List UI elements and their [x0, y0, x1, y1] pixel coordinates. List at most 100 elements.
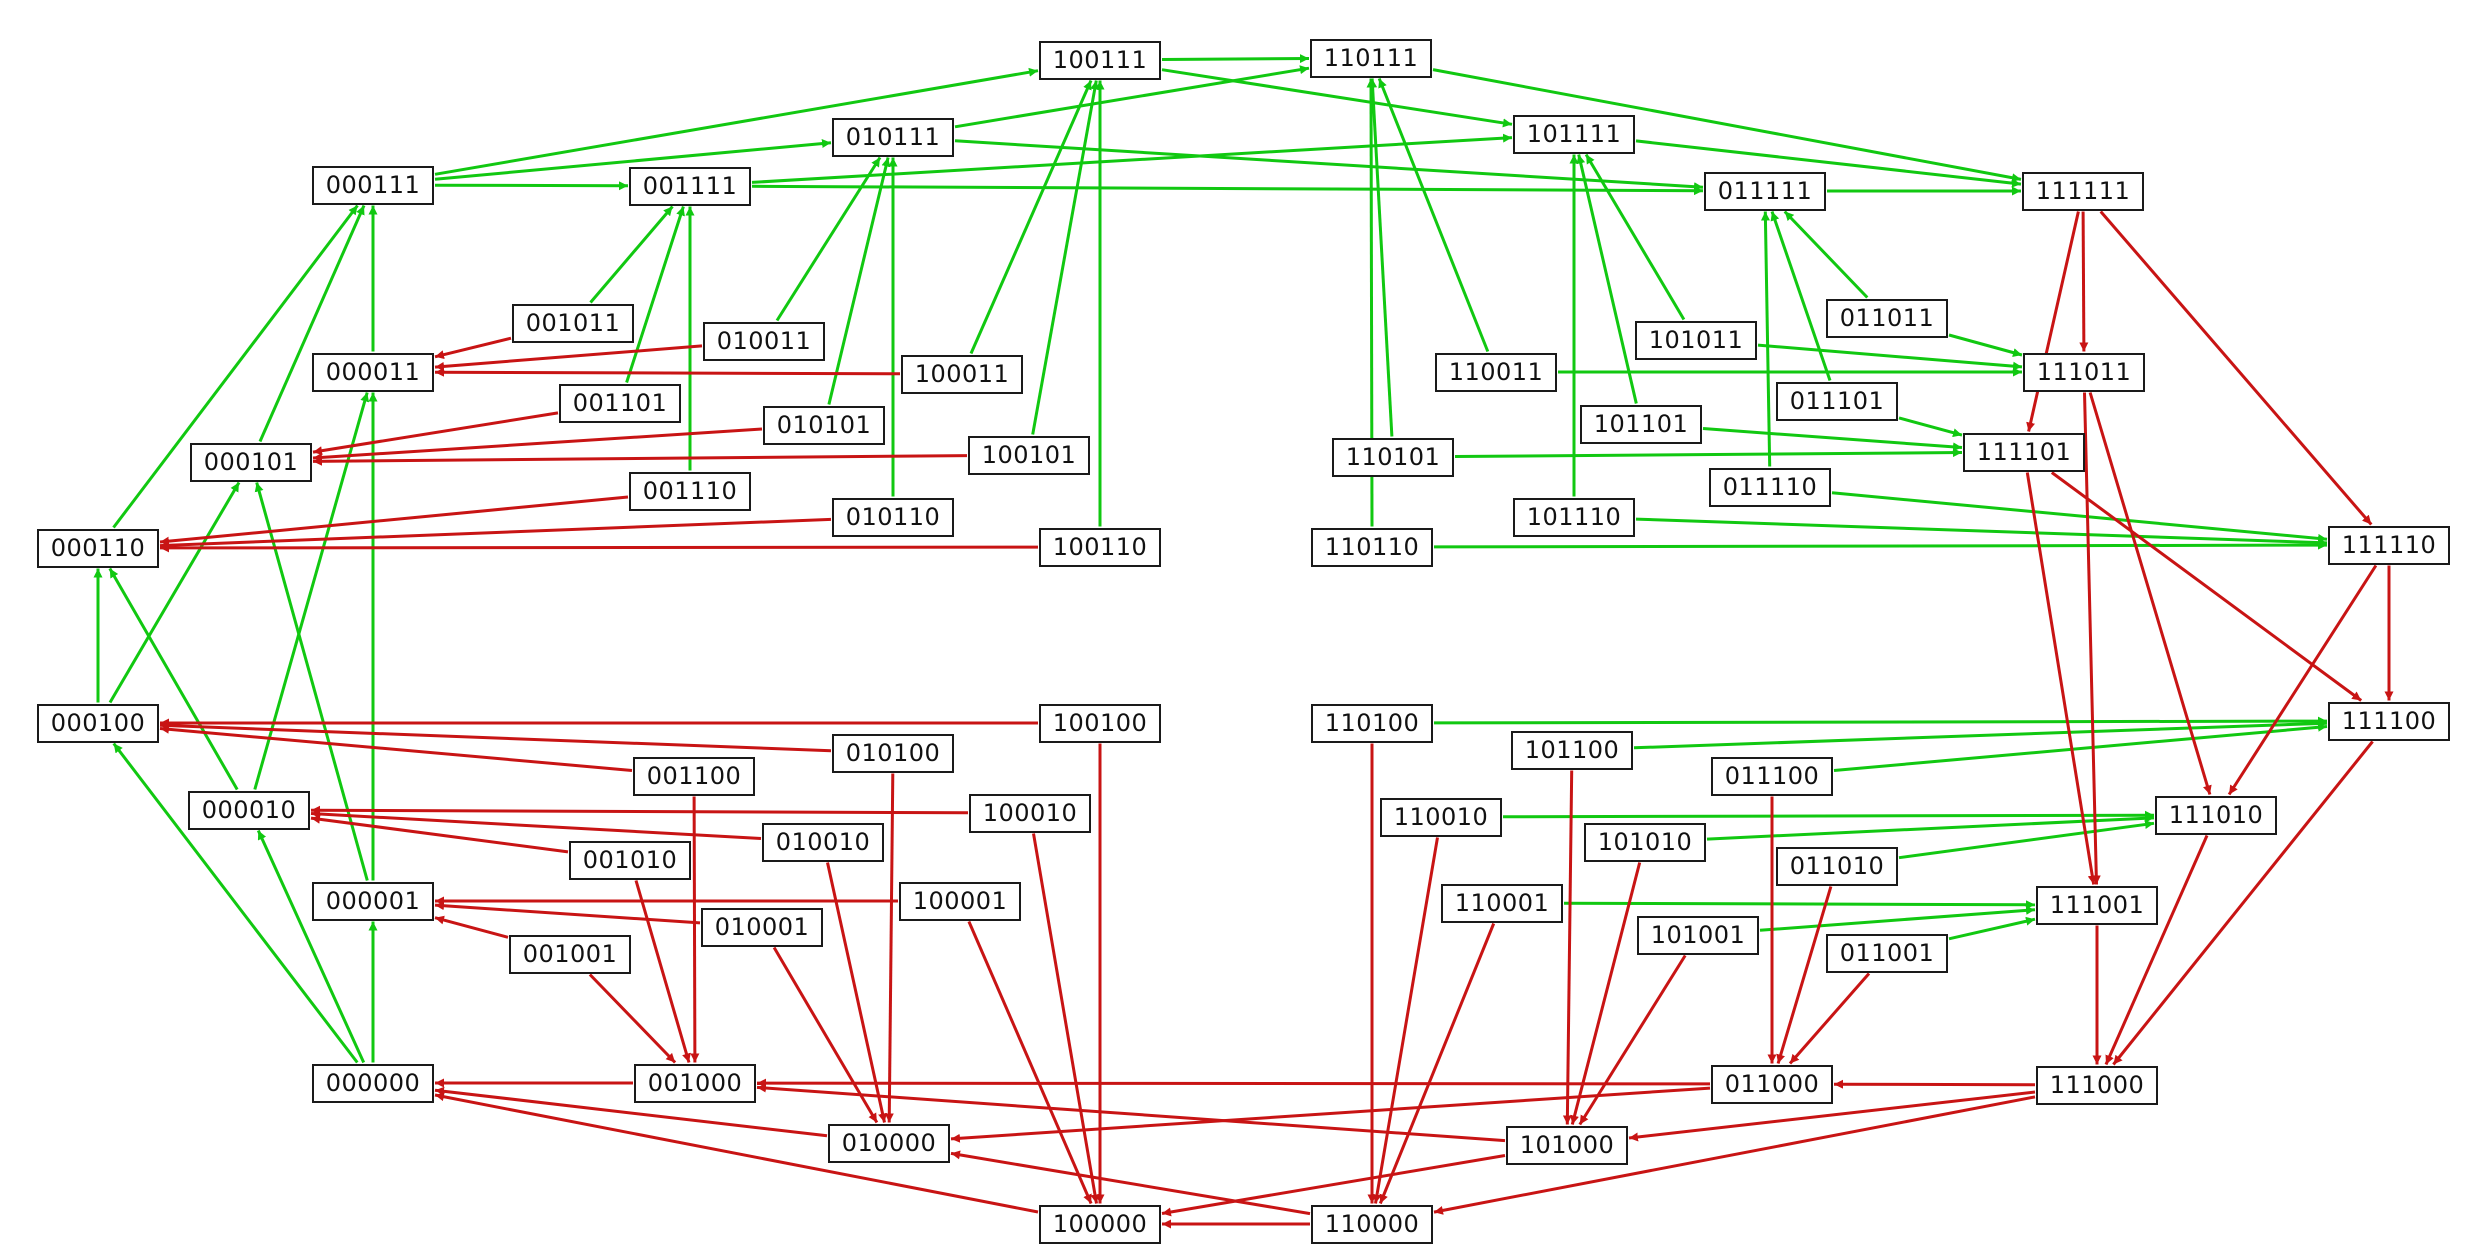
- edge-000000-to-000100: [112, 742, 359, 1064]
- node-010011: 010011: [703, 321, 825, 361]
- node-101101: 101101: [1580, 404, 1702, 444]
- edge-110101-to-111101: [1454, 448, 1963, 458]
- edge-010111-to-110111: [954, 65, 1310, 129]
- edge-000111-to-100111: [434, 67, 1039, 176]
- edge-011110-to-011111: [1760, 211, 1772, 467]
- edge-111111-to-111011: [2079, 211, 2089, 352]
- node-001011: 001011: [512, 303, 634, 343]
- edge-100001-to-100000: [967, 920, 1093, 1205]
- node-010110: 010110: [832, 497, 954, 537]
- node-011100: 011100: [1711, 756, 1833, 796]
- edge-001101-to-001111: [625, 206, 685, 383]
- node-001010: 001010: [569, 840, 691, 880]
- node-100000: 100000: [1039, 1204, 1161, 1244]
- edge-011011-to-111011: [1948, 333, 2023, 357]
- edge-100010-to-000010: [310, 805, 969, 815]
- edge-010101-to-010111: [827, 157, 891, 405]
- edge-110000-to-010000: [950, 1150, 1311, 1216]
- edge-111111-to-111101: [2026, 211, 2080, 432]
- node-001001: 001001: [509, 934, 631, 974]
- node-000110: 000110: [37, 528, 159, 568]
- edge-011010-to-111010: [1898, 820, 2155, 860]
- edge-110101-to-110111: [1368, 78, 1394, 437]
- node-001100: 001100: [633, 756, 755, 796]
- edge-110010-to-111010: [1502, 810, 2155, 820]
- edge-100000-to-000000: [434, 1092, 1039, 1214]
- edge-001001-to-001000: [588, 973, 677, 1064]
- edge-000000-to-000010: [256, 829, 366, 1064]
- edge-101011-to-111011: [1757, 343, 2023, 371]
- edge-111011-to-111010: [2088, 392, 2212, 795]
- node-101110: 101110: [1513, 497, 1635, 537]
- node-011101: 011101: [1776, 381, 1898, 421]
- node-011111: 011111: [1704, 171, 1826, 211]
- edge-010010-to-010000: [826, 862, 887, 1123]
- node-100110: 100110: [1039, 527, 1161, 567]
- edge-101111-to-111111: [1635, 139, 2022, 188]
- edge-000010-to-000110: [108, 567, 239, 791]
- edge-001011-to-001111: [589, 205, 674, 304]
- edge-100111-to-110111: [1161, 54, 1310, 64]
- edge-000110-to-000111: [112, 204, 359, 529]
- node-100101: 100101: [968, 435, 1090, 475]
- node-110011: 110011: [1435, 352, 1557, 392]
- edge-001010-to-000010: [310, 814, 569, 854]
- edge-100101-to-100111: [1031, 80, 1100, 435]
- node-000010: 000010: [188, 790, 310, 830]
- edge-000100-to-000101: [108, 481, 241, 704]
- edge-111111-to-111110: [2099, 210, 2373, 526]
- node-110010: 110010: [1380, 797, 1502, 837]
- node-111110: 111110: [2328, 525, 2450, 565]
- edge-000101-to-000111: [258, 204, 366, 443]
- node-001000: 001000: [634, 1063, 756, 1103]
- edge-111011-to-111001: [2083, 392, 2101, 885]
- node-110110: 110110: [1311, 527, 1433, 567]
- edge-101001-to-111001: [1759, 905, 2036, 932]
- edge-010111-to-011111: [954, 139, 1704, 192]
- node-010100: 010100: [832, 733, 954, 773]
- node-011010: 011010: [1776, 846, 1898, 886]
- node-101000: 101000: [1506, 1125, 1628, 1165]
- edge-011110-to-111110: [1831, 491, 2328, 543]
- edge-101110-to-111110: [1635, 517, 2328, 548]
- edge-111000-to-110000: [1433, 1095, 2036, 1215]
- node-100111: 100111: [1039, 40, 1161, 80]
- edge-110001-to-111001: [1563, 900, 2036, 910]
- edge-011100-to-111100: [1833, 722, 2328, 772]
- edge-010100-to-010000: [884, 773, 895, 1123]
- edge-000111-to-010111: [434, 139, 832, 181]
- edge-100101-to-000101: [312, 454, 968, 466]
- node-011011: 011011: [1826, 298, 1948, 338]
- node-111001: 111001: [2036, 885, 2158, 925]
- edge-011011-to-011111: [1783, 210, 1869, 299]
- edge-001100-to-001000: [690, 796, 700, 1063]
- node-010000: 010000: [828, 1123, 950, 1163]
- node-000011: 000011: [312, 352, 434, 392]
- edge-101000-to-001000: [756, 1083, 1506, 1143]
- edge-101001-to-101000: [1578, 954, 1687, 1126]
- edge-101010-to-101000: [1570, 862, 1642, 1125]
- edge-001010-to-001000: [634, 880, 691, 1063]
- edge-110111-to-111111: [1432, 68, 2022, 183]
- edge-111110-to-111010: [2227, 564, 2378, 796]
- edge-101000-to-100000: [1161, 1154, 1506, 1217]
- edge-110001-to-110000: [1378, 922, 1496, 1205]
- node-000101: 000101: [190, 442, 312, 482]
- edge-101100-to-101000: [1562, 770, 1574, 1125]
- edge-001100-to-000100: [159, 724, 633, 772]
- edge-001110-to-000110: [159, 495, 629, 546]
- edge-011101-to-011111: [1770, 211, 1832, 381]
- edge-001101-to-000101: [312, 411, 559, 456]
- edge-010110-to-000110: [159, 517, 832, 550]
- node-101100: 101100: [1511, 730, 1633, 770]
- node-000000: 000000: [312, 1063, 434, 1103]
- edge-100111-to-101111: [1161, 68, 1513, 128]
- edge-011000-to-010000: [950, 1086, 1711, 1143]
- edge-101101-to-111101: [1702, 427, 1963, 452]
- node-110100: 110100: [1311, 703, 1433, 743]
- edge-001001-to-000001: [434, 915, 509, 939]
- edge-010011-to-010111: [775, 156, 882, 322]
- edge-111101-to-111100: [2050, 471, 2363, 702]
